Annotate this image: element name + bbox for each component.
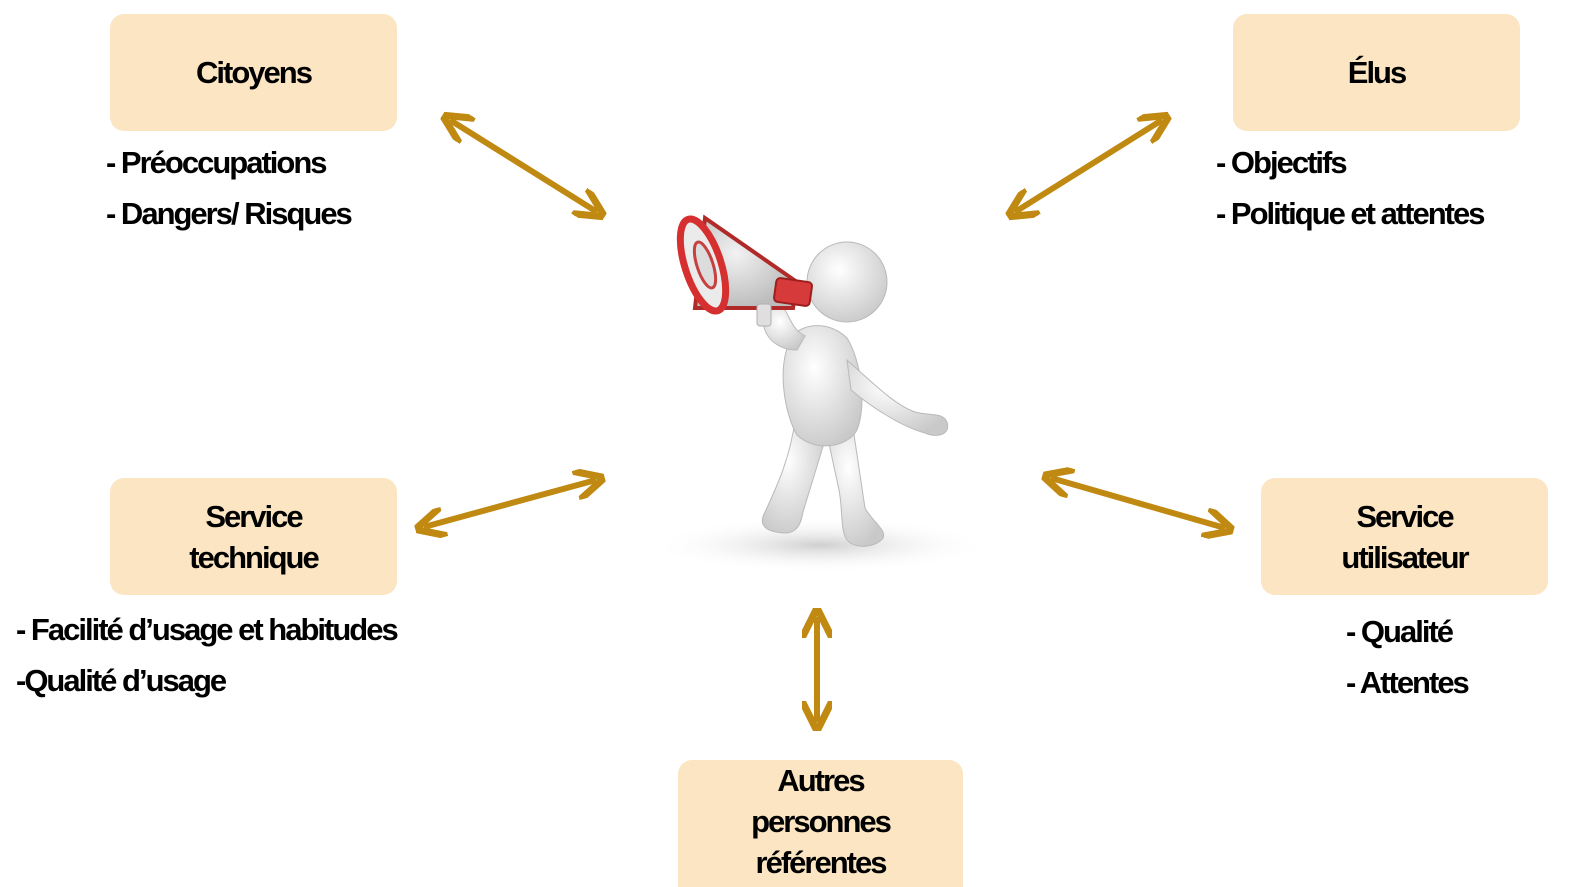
node-elus: Élus [1233,14,1520,131]
node-service-utilisateur: Service utilisateur [1261,478,1548,595]
note-item: - Objectifs [1216,145,1348,180]
notes-service-technique: - Facilité d’usage et habitudes -Qualité… [16,604,399,706]
arrow-citoyens [450,120,597,212]
note-item: - Dangers/ Risques [106,196,353,231]
arrow-service-technique [424,480,596,527]
notes-elus: - Objectifs - Politique et attentes [1216,137,1485,239]
notes-citoyens: - Préoccupations - Dangers/ Risques [106,137,353,239]
node-autres-label-3: référentes [755,845,888,880]
node-elus-label: Élus [1347,55,1407,90]
note-item: - Attentes [1346,665,1470,700]
note-item: - Politique et attentes [1216,196,1485,231]
arrow-elus [1015,120,1162,212]
node-citoyens-label: Citoyens [196,55,313,90]
node-service-technique-label-1: Service [205,498,303,534]
note-item: - Facilité d’usage et habitudes [16,612,399,647]
node-service-utilisateur-label-2: utilisateur [1341,539,1469,575]
node-service-utilisateur-label-1: Service [1356,498,1454,534]
note-item: - Préoccupations [106,145,327,180]
node-service-technique-label-2: technique [189,539,319,575]
note-item: - Qualité [1346,614,1454,649]
person-megaphone-icon [650,214,990,573]
node-autres: Autres personnes référentes [678,760,963,887]
node-service-technique: Service technique [110,478,397,595]
node-autres-label-1: Autres [777,763,865,798]
note-item: -Qualité d’usage [16,663,227,698]
node-autres-label-2: personnes [751,804,892,839]
arrow-service-utilisateur [1051,478,1225,528]
node-citoyens: Citoyens [110,14,397,131]
notes-service-utilisateur: - Qualité - Attentes [1346,606,1470,708]
